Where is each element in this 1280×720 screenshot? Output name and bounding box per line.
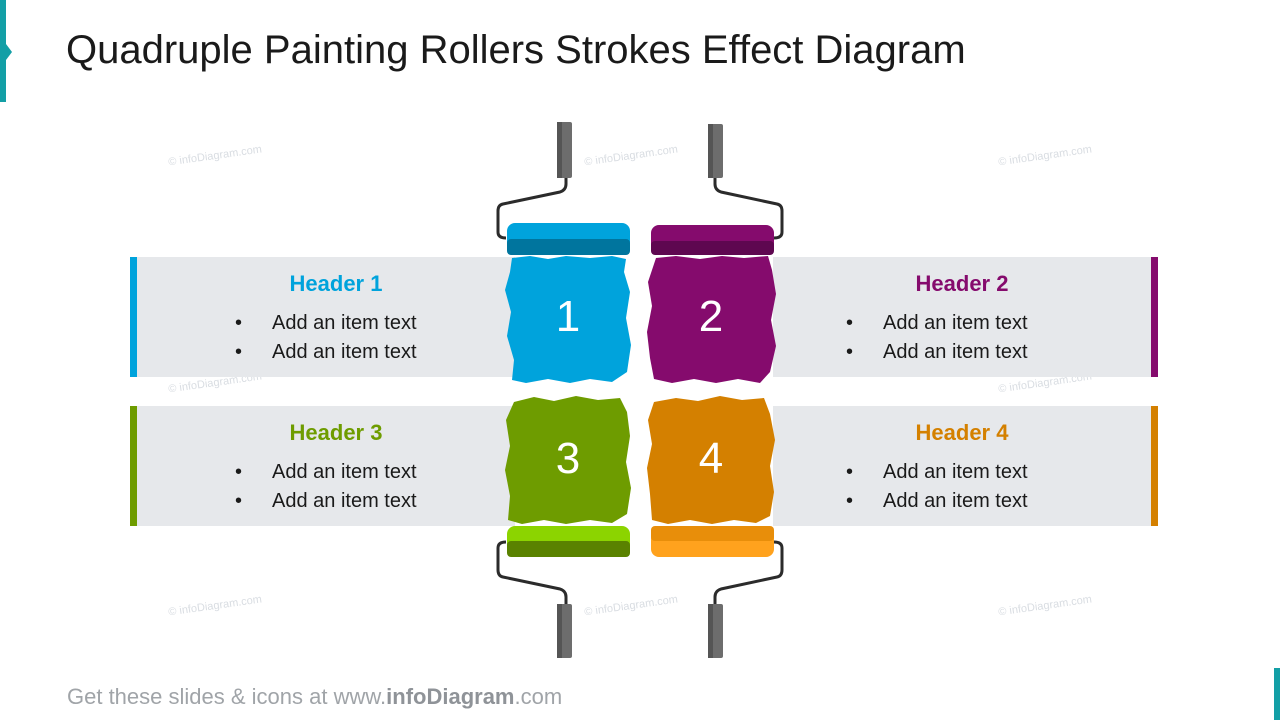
item-number-4: 4 xyxy=(698,434,724,483)
slide-title: Quadruple Painting Rollers Strokes Effec… xyxy=(66,28,966,72)
footer-credit: Get these slides & icons at www.infoDiag… xyxy=(67,684,562,710)
footer-suffix: .com xyxy=(514,684,563,709)
item-bullets-1: Add an item text Add an item text xyxy=(235,309,417,367)
item-panel-3: Header 3 Add an item text Add an item te… xyxy=(130,406,515,526)
bullet-item: Add an item text xyxy=(846,309,1028,338)
item-panel-1: Header 1 Add an item text Add an item te… xyxy=(130,257,515,377)
stroke-label-1: 1 xyxy=(505,256,631,384)
bullet-item: Add an item text xyxy=(846,338,1028,367)
item-number-2: 2 xyxy=(698,292,724,341)
item-header-4: Header 4 xyxy=(915,420,1009,445)
item-number-3: 3 xyxy=(555,434,581,483)
roller-handle-top-right xyxy=(713,176,784,240)
item-bullets-3: Add an item text Add an item text xyxy=(235,458,417,516)
bullet-item: Add an item text xyxy=(235,338,417,367)
stroke-label-4: 4 xyxy=(648,398,774,526)
roller-1-shadow xyxy=(507,239,630,255)
bullet-item: Add an item text xyxy=(846,487,1028,516)
stroke-label-3: 3 xyxy=(505,398,631,526)
left-accent-notch xyxy=(6,44,12,60)
item-panel-2: Header 2 Add an item text Add an item te… xyxy=(773,257,1158,377)
item-header-3: Header 3 xyxy=(289,420,383,445)
stroke-label-2: 2 xyxy=(648,256,774,384)
paint-stroke-4 xyxy=(647,396,775,524)
bullet-item: Add an item text xyxy=(846,458,1028,487)
bullet-item: Add an item text xyxy=(235,458,417,487)
item-header-2: Header 2 xyxy=(915,271,1009,296)
footer-prefix: Get these slides & icons at www. xyxy=(67,684,387,709)
item-bullets-4: Add an item text Add an item text xyxy=(846,458,1028,516)
item-bullets-2: Add an item text Add an item text xyxy=(846,309,1028,367)
roller-3-shadow xyxy=(507,541,630,557)
roller-4-highlight xyxy=(651,526,774,541)
paint-stroke-1 xyxy=(505,256,631,383)
item-header-1: Header 1 xyxy=(289,271,383,296)
roller-handle-bottom-right xyxy=(713,540,784,606)
item-number-1: 1 xyxy=(555,292,581,341)
left-accent-bar xyxy=(0,0,6,102)
paint-stroke-2 xyxy=(647,256,776,383)
right-accent-bar xyxy=(1274,668,1280,720)
bullet-item: Add an item text xyxy=(235,309,417,338)
roller-handle-bottom-left xyxy=(496,540,568,606)
roller-handle-top-left xyxy=(496,176,568,240)
bullet-item: Add an item text xyxy=(235,487,417,516)
item-panel-4: Header 4 Add an item text Add an item te… xyxy=(773,406,1158,526)
footer-brand: infoDiagram xyxy=(386,684,515,709)
paint-stroke-3 xyxy=(505,396,631,524)
roller-2-shadow xyxy=(651,241,774,255)
